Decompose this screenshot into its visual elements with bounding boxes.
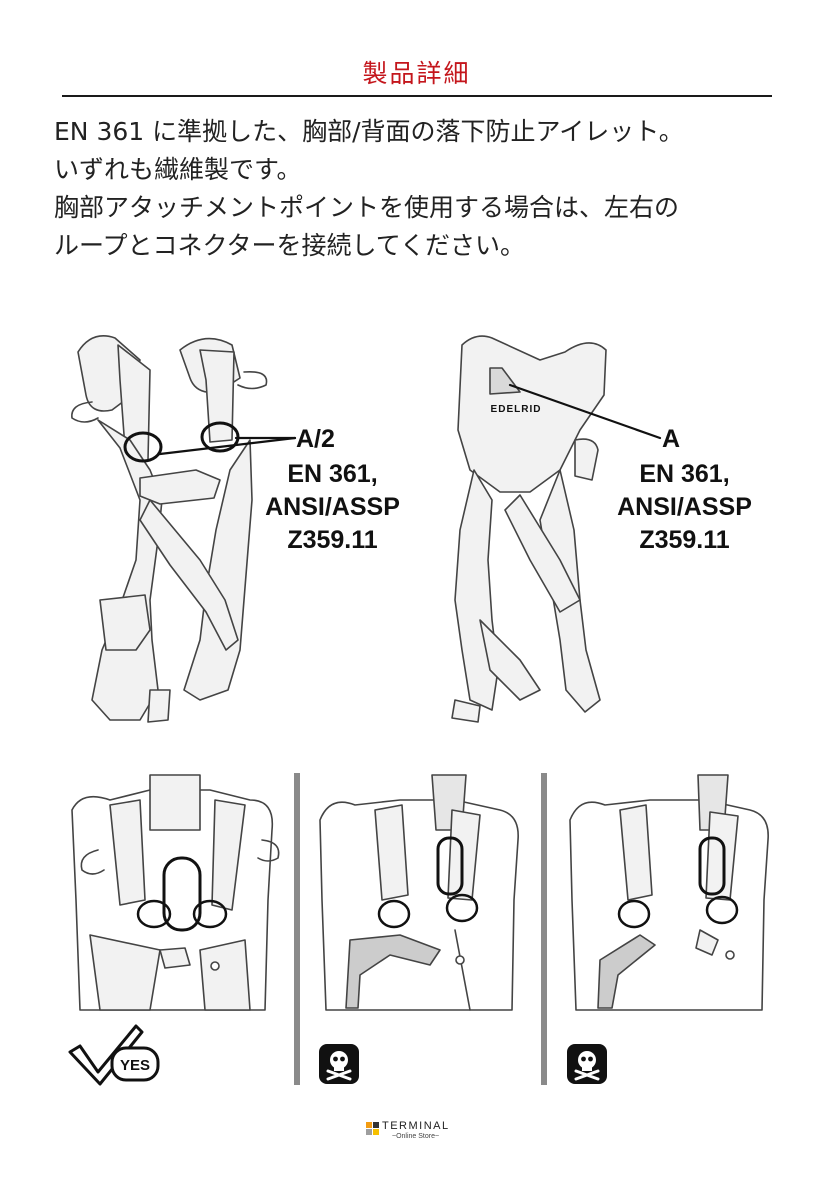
standard-line: EN 361,: [639, 460, 730, 488]
standard-line: ANSI/ASSP: [265, 493, 400, 521]
title-underline: [62, 95, 772, 97]
intro-line: いずれも繊維製です。: [54, 155, 302, 184]
panel-divider: [294, 773, 300, 1085]
panel-correct-drawing: [71, 774, 280, 1011]
page-title: 製品詳細: [362, 59, 471, 88]
logo-tagline-text: ~Online Store~: [392, 1133, 440, 1140]
front-standards-label: EN 361, ANSI/ASSP Z359.11: [245, 458, 420, 557]
checkmark-yes-icon: YES: [66, 1022, 161, 1087]
back-attachment-callout: A: [662, 425, 681, 453]
standard-line: Z359.11: [287, 526, 378, 554]
standard-line: Z359.11: [639, 526, 730, 554]
intro-line: 胸部アタッチメントポイントを使用する場合は、左右の: [54, 193, 680, 222]
logo-mark-icon: [366, 1122, 379, 1135]
yes-badge-text: YES: [120, 1057, 150, 1074]
logo-brand-text: TERMINAL: [382, 1120, 450, 1132]
back-standards-label: EN 361, ANSI/ASSP Z359.11: [597, 458, 772, 557]
front-harness-drawing: [71, 335, 297, 723]
edelrid-brand-text: EDELRID: [490, 404, 542, 415]
intro-line: EN 361 に準拠した、胸部/背面の落下防止アイレット。: [54, 117, 684, 146]
standard-line: ANSI/ASSP: [617, 493, 752, 521]
intro-line: ループとコネクターを接続してください。: [54, 231, 526, 260]
panel-divider: [541, 773, 547, 1085]
intro-text: EN 361 に準拠した、胸部/背面の落下防止アイレット。 いずれも繊維製です。…: [54, 113, 794, 265]
skull-crossbones-icon: [319, 1044, 359, 1084]
skull-crossbones-icon: [567, 1044, 607, 1084]
standard-line: EN 361,: [287, 460, 378, 488]
panel-danger-1-drawing: [319, 774, 519, 1011]
back-harness-drawing: [451, 335, 662, 723]
front-attachment-callout: A/2: [296, 425, 335, 453]
panel-danger-2-drawing: [569, 774, 769, 1011]
